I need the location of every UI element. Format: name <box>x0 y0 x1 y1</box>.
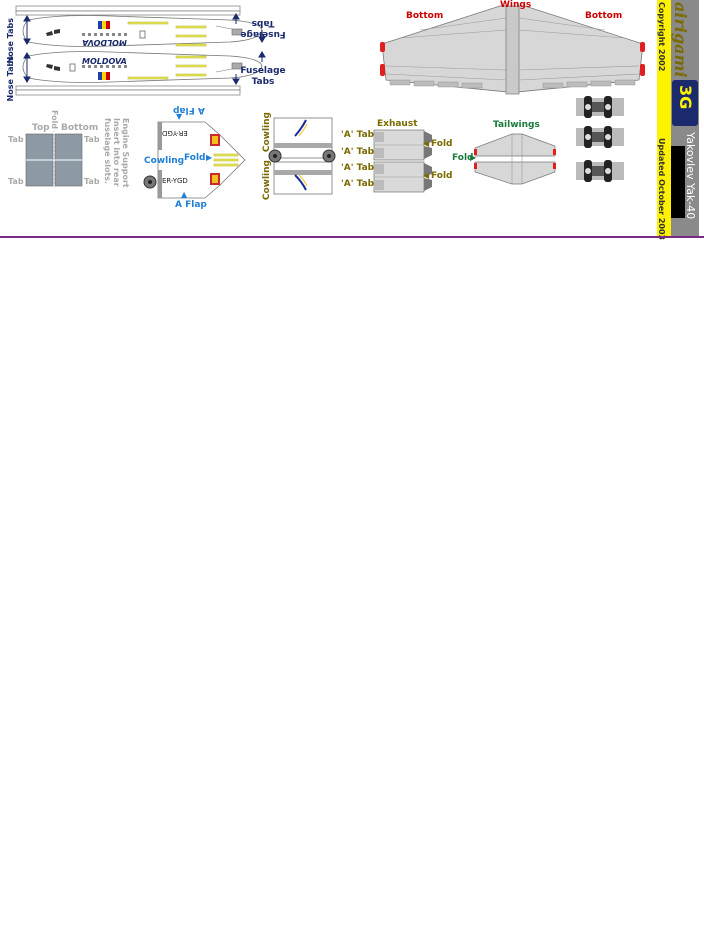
badge-text: 3G <box>676 85 695 110</box>
wing-parts <box>380 5 645 95</box>
cowling-label-bottom: Cowling <box>262 160 272 201</box>
livery-text-bottom: MOLDOVA <box>82 57 127 66</box>
stabilizer-tab-tl: Tab <box>8 135 24 144</box>
fuselage-parts <box>15 5 266 96</box>
stabilizer-part <box>25 130 83 190</box>
engine-support-line2: Insert into rear <box>112 118 121 187</box>
right-arrow-icon: ▶ <box>206 153 213 162</box>
registration-bottom: ER-YGD <box>162 177 188 185</box>
divider-rule <box>0 236 704 238</box>
parts-artwork <box>15 5 645 199</box>
a-tab-label-1: 'A' Tab <box>341 130 375 140</box>
exhaust-fold-label-2: Fold <box>431 171 453 181</box>
a-tab-label-2: 'A' Tab <box>341 147 375 157</box>
copyright-text: Copyright 2002 <box>657 2 666 72</box>
wing-right-label: Bottom <box>585 11 623 21</box>
left-arrow-icon: ◀ <box>423 171 430 180</box>
tailwing-part <box>474 133 556 185</box>
fuselage-tabs-label-bottom: Fuselage Tabs <box>240 66 286 87</box>
right-arrow-icon: ▶ <box>470 153 477 162</box>
tailwings-title: Tailwings <box>493 120 540 130</box>
wings-title: Wings <box>500 0 532 10</box>
cowling-label-top: Cowling <box>262 112 272 153</box>
livery-text-top: MOLDOVA <box>82 38 127 47</box>
badge-box: 3G <box>672 80 698 126</box>
exhaust-title: Exhaust <box>377 119 418 129</box>
nose-tabs-label-bottom: Nose Tabs <box>6 56 15 102</box>
exhaust-fold-label-1: Fold <box>431 139 453 149</box>
updated-text: Updated October 2003 <box>657 138 666 241</box>
cowling-parts <box>268 117 336 195</box>
stabilizer-bottom-label: Bottom <box>61 123 99 133</box>
exhaust-parts <box>373 129 432 193</box>
engine-support-line1: Engine Support <box>121 118 130 188</box>
stabilizer-tab-bl: Tab <box>8 177 24 186</box>
engine-support-line3: fuselage slots. <box>103 118 112 185</box>
a-tab-label-3: 'A' Tab <box>341 163 375 173</box>
stabilizer-tab-br: Tab <box>84 177 100 186</box>
a-tab-label-4: 'A' Tab <box>341 179 375 189</box>
a-flap-label-bottom: A Flap <box>175 200 207 210</box>
stabilizer-tab-tr: Tab <box>84 135 100 144</box>
tail-silhouette <box>671 146 685 218</box>
stabilizer-top-label: Top <box>32 123 50 133</box>
model-name: Yakovlev Yak-40 <box>684 132 697 220</box>
brand-logo: airigami <box>671 2 690 78</box>
flag-icon <box>98 21 110 80</box>
brand-sidebar: Copyright 2002 Updated October 2003 airi… <box>657 0 699 240</box>
center-engine-part <box>143 121 246 199</box>
emblem-icon <box>210 134 220 185</box>
left-arrow-icon: ◀ <box>423 139 430 148</box>
center-fold-label: Fold <box>184 153 206 163</box>
up-arrow-icon: ▲ <box>181 190 188 199</box>
wing-left-label: Bottom <box>406 11 444 21</box>
registration-top: ER-YGD <box>162 129 188 137</box>
stabilizer-fold-label: Fold <box>50 110 59 130</box>
papercraft-sheet: Nose Tabs Nose Tabs Fuselage Tabs Fusela… <box>0 0 704 240</box>
tailwings-fold-label: Fold <box>452 153 474 163</box>
landing-gear-parts <box>576 96 624 182</box>
down-arrow-icon: ▼ <box>176 112 183 121</box>
center-cowling-label: Cowling <box>144 156 185 166</box>
sidebar-yellow-strip <box>657 0 671 236</box>
fuselage-tabs-label-top: Fuselage Tabs <box>240 18 286 39</box>
